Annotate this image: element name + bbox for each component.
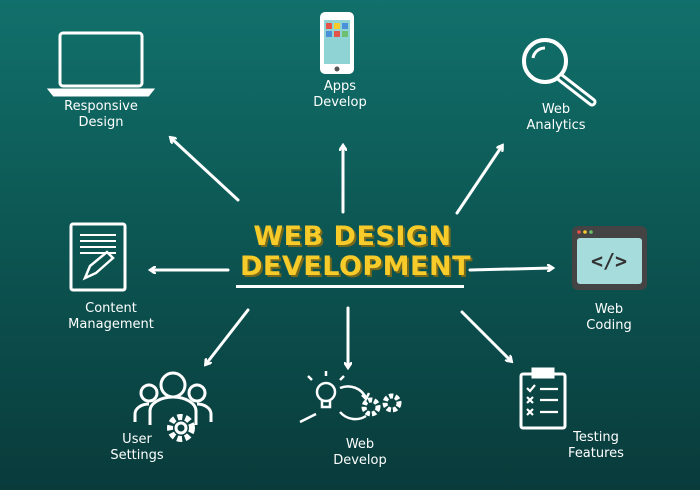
smartphone-icon: [320, 12, 354, 74]
users-gear-icon: [133, 371, 213, 442]
main-title: WEB DESIGN DEVELOPMENT: [240, 221, 472, 282]
svg-text:</>: </>: [591, 249, 627, 273]
arrow-analytics: [455, 146, 502, 215]
label-line: Design: [78, 115, 124, 130]
label-line: Develop: [333, 453, 387, 468]
idea-gears-icon: [299, 371, 402, 424]
title-line-1: WEB DESIGN: [253, 221, 452, 252]
label-line: Content: [85, 301, 137, 316]
checklist-icon: [519, 367, 567, 430]
magnifier-icon: [522, 38, 597, 107]
label-line: User: [122, 432, 152, 447]
label-line: Features: [568, 446, 624, 461]
label-line: Responsive: [64, 99, 138, 114]
label-line: Management: [68, 317, 154, 332]
arrow-responsive: [171, 138, 240, 202]
label-line: Analytics: [526, 118, 586, 133]
document-edit-icon: [69, 222, 127, 292]
label-line: Web: [345, 437, 375, 452]
arrow-testing: [460, 310, 511, 361]
label-line: Web: [594, 302, 624, 317]
laptop-icon: [46, 31, 156, 97]
label-line: Web: [541, 102, 571, 117]
label-line: Develop: [313, 95, 367, 110]
code-window-icon: </>: [572, 226, 647, 290]
arrow-coding: [468, 268, 552, 270]
label-line: Testing: [573, 430, 619, 445]
title-line-2: DEVELOPMENT: [240, 251, 472, 282]
label-line: Coding: [586, 318, 632, 333]
label-line: Settings: [110, 448, 164, 463]
title-underline: [236, 285, 464, 288]
label-line: Apps: [323, 79, 357, 94]
arrow-users: [206, 308, 250, 364]
